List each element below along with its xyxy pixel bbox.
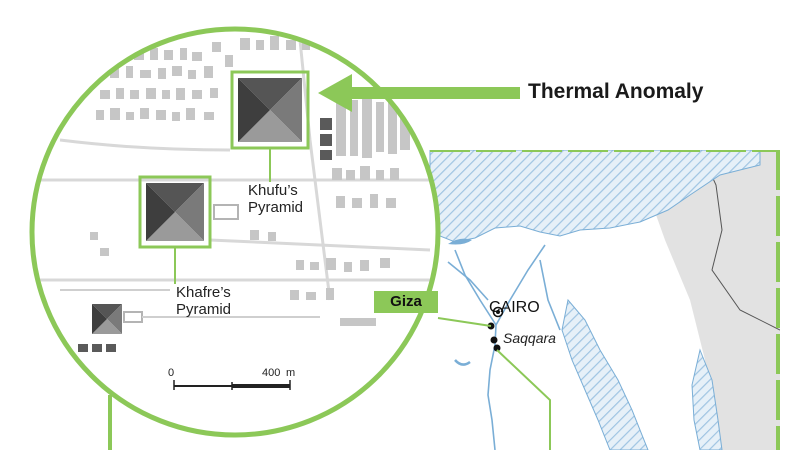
scale-bar-min-label: 0 [168,367,175,379]
khafre-pyramid-label: Khafre’s Pyramid [176,284,232,318]
giza-label: Giza [374,291,438,313]
saqqara-marker-1 [490,336,498,344]
scale-bar [173,380,291,390]
khafre-label-line2: Pyramid [176,300,232,318]
sinai-land [640,150,780,450]
khufu-label-line1: Khufu’s [248,182,298,199]
cairo-label: CAIRO [489,299,540,316]
menkaure-pyramid [92,304,122,334]
saqqara-marker-2 [493,344,501,352]
thermal-anomaly-arrow [318,74,520,112]
khufu-pyramid [230,70,310,150]
saqqara-label: Saqqara [503,330,556,346]
zoom-circle [29,26,441,438]
thermal-anomaly-label: Thermal Anomaly [528,80,704,103]
mediterranean-sea [429,150,761,243]
khafre-label-line1: Khafre’s [176,284,231,301]
cairo-marker [492,306,504,318]
khafre-pyramid [138,175,212,249]
scale-bar-unit-label: m [286,367,296,379]
khufu-label-line2: Pyramid [248,198,304,216]
scale-bar-max-label: 400 [262,367,281,379]
gulf-of-aqaba [691,348,723,450]
red-sea [561,298,649,450]
khufu-pyramid-label: Khufu’s Pyramid [248,182,304,216]
